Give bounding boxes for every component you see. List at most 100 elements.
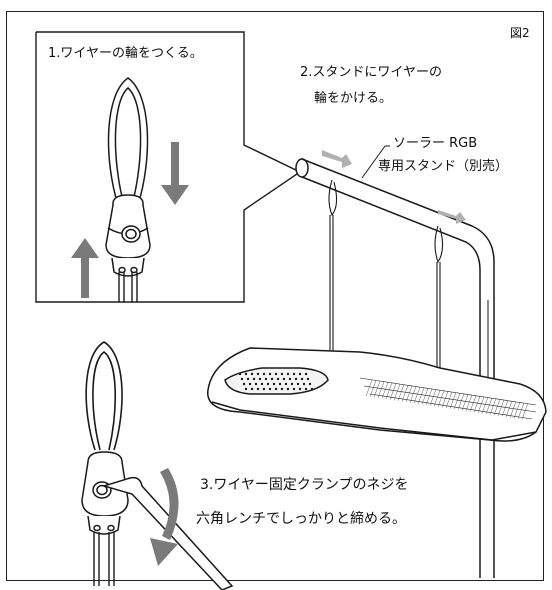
- vent-slat: [393, 384, 401, 401]
- vent-slat: [405, 385, 413, 403]
- speaker-dot: [264, 377, 268, 381]
- speaker-dot: [242, 382, 246, 386]
- rotate-arrow-icon: [150, 468, 179, 566]
- speaker-dot: [272, 382, 276, 386]
- vent-slat: [501, 400, 509, 417]
- vent-slat: [457, 393, 465, 410]
- speaker-dot: [268, 387, 272, 391]
- vent-slat: [389, 383, 397, 400]
- speaker-dot: [294, 377, 298, 381]
- speaker-dot: [250, 372, 254, 376]
- vent-slat: [513, 402, 521, 419]
- speaker-dots: [238, 372, 314, 391]
- vent-slat: [413, 387, 421, 404]
- speaker-dot: [252, 377, 256, 381]
- speaker-dot: [266, 382, 270, 386]
- light-fixture: [207, 347, 547, 442]
- vent-slat: [489, 398, 497, 415]
- hex-wrench: [101, 476, 234, 590]
- vent-slat: [401, 385, 409, 402]
- vent-slat: [481, 397, 489, 414]
- vent-slat: [509, 401, 517, 418]
- vent-slat: [437, 390, 445, 407]
- speaker-dot: [258, 377, 262, 381]
- speaker-dot: [274, 372, 278, 376]
- hanging-wires: [328, 179, 444, 380]
- speaker-dot: [290, 382, 294, 386]
- vent-slat: [365, 379, 373, 397]
- vent-slat: [445, 391, 453, 409]
- speaker-dot: [262, 372, 266, 376]
- vent-slat: [493, 399, 501, 416]
- vent-slat: [409, 386, 417, 403]
- step1-inset: [35, 31, 302, 303]
- vent-slat: [441, 391, 449, 408]
- slide-arrow-icon: [322, 150, 466, 224]
- speaker-dot: [298, 372, 302, 376]
- speaker-dot: [250, 387, 254, 391]
- speaker-dot: [300, 377, 304, 381]
- speaker-dot: [288, 377, 292, 381]
- speaker-dot: [246, 377, 250, 381]
- vent-slat: [465, 394, 473, 412]
- callout-leader: [361, 145, 386, 179]
- vent-slat: [449, 392, 457, 409]
- stand: [295, 158, 495, 578]
- vent-slat: [485, 397, 493, 415]
- step3-instruction-line2: 六角レンチでしっかりと締める。: [196, 511, 406, 527]
- vent-slat: [417, 387, 425, 404]
- step3-instruction-line1: 3.ワイヤー固定クランプのネジを: [200, 477, 409, 493]
- speaker-dot: [292, 372, 296, 376]
- vent-slat: [377, 381, 385, 398]
- vent-slat: [473, 396, 481, 413]
- vent-slat: [461, 394, 469, 411]
- down-arrow-icon: [161, 142, 189, 205]
- vent-slat: [381, 382, 389, 399]
- speaker-dot: [276, 377, 280, 381]
- speaker-dot: [268, 372, 272, 376]
- speaker-dot: [308, 382, 312, 386]
- speaker-dot: [248, 382, 252, 386]
- step1-instruction: 1.ワイヤーの輪をつくる。: [48, 46, 203, 61]
- vent-slat: [433, 390, 441, 407]
- speaker-dot: [238, 372, 242, 376]
- vent-slat: [453, 393, 461, 410]
- speaker-dot: [256, 372, 260, 376]
- vent-slat: [369, 380, 377, 397]
- speaker-dot: [274, 387, 278, 391]
- speaker-dot: [282, 377, 286, 381]
- speaker-dot: [256, 387, 260, 391]
- up-arrow-icon: [71, 238, 99, 298]
- speaker-dot: [304, 387, 308, 391]
- vent-slat: [397, 384, 405, 401]
- wire-loop-icon: [107, 77, 149, 206]
- speaker-dot: [292, 387, 296, 391]
- step2-instruction-line1: 2.スタンドにワイヤーの: [300, 65, 443, 80]
- speaker-dot: [244, 372, 248, 376]
- step2-instruction-line2: 輪をかける。: [314, 91, 393, 106]
- vent-slat: [373, 381, 381, 398]
- speaker-dot: [310, 387, 314, 391]
- vent-slat: [477, 396, 485, 413]
- speaker-dot: [296, 382, 300, 386]
- speaker-dot: [244, 387, 248, 391]
- stand-callout-line2: 専用スタンド（別売）: [378, 159, 509, 174]
- speaker-dot: [298, 387, 302, 391]
- wire-strands: [118, 272, 138, 302]
- speaker-dot: [260, 382, 264, 386]
- speaker-dot: [254, 382, 258, 386]
- vent-slat: [421, 388, 429, 405]
- speaker-dot: [278, 382, 282, 386]
- figure-label: 図2: [510, 26, 530, 40]
- vent-slat: [517, 402, 525, 419]
- speaker-dot: [280, 372, 284, 376]
- vent-slat: [385, 382, 393, 400]
- vent-slats: [365, 379, 529, 420]
- speaker-dot: [262, 387, 266, 391]
- speaker-dot: [286, 372, 290, 376]
- speaker-dot: [280, 387, 284, 391]
- figure-frame: [6, 11, 544, 581]
- vent-slat: [429, 389, 437, 406]
- vent-slat: [425, 388, 433, 406]
